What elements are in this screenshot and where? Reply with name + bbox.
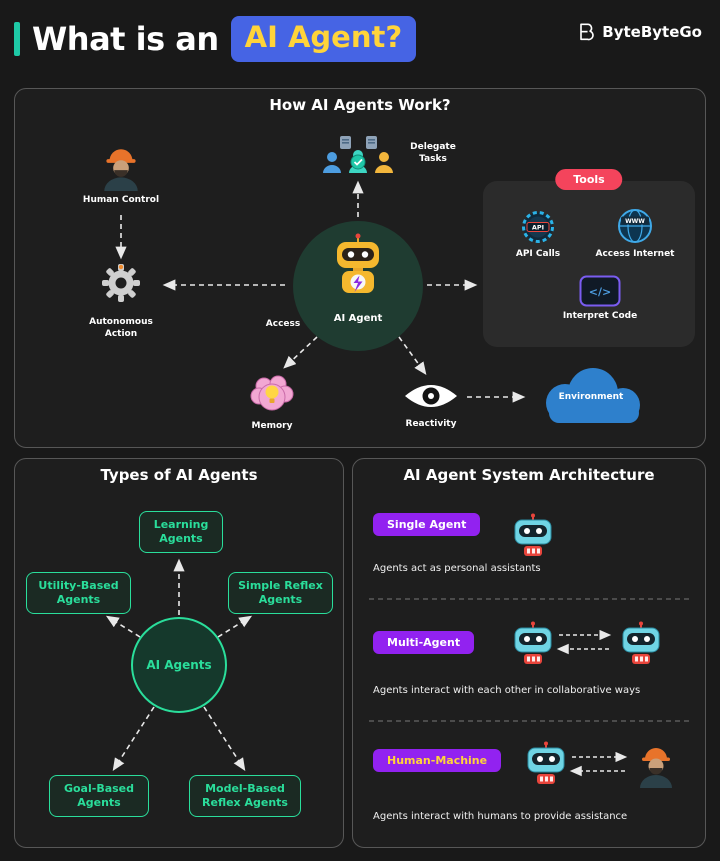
human-machine-caption: Agents interact with humans to provide a… bbox=[373, 811, 628, 822]
types-of-ai-agents-panel: Types of AI Agents Learning Agents Utili… bbox=[14, 458, 344, 848]
reactivity-label: Reactivity bbox=[405, 419, 457, 429]
brand-name: ByteByteGo bbox=[602, 23, 702, 41]
ai-agent-robot-icon bbox=[337, 233, 379, 293]
human-control-label: Human Control bbox=[82, 195, 160, 205]
ai-agent-circle: AI Agent bbox=[293, 221, 423, 351]
single-agent-badge: Single Agent bbox=[373, 513, 481, 536]
ai-agent-label: AI Agent bbox=[333, 313, 383, 324]
human-machine-badge: Human-Machine bbox=[373, 749, 502, 772]
code-glyph-text: </> bbox=[589, 286, 611, 299]
ai-agents-center-circle: AI Agents bbox=[131, 617, 227, 713]
how-panel-title: How AI Agents Work? bbox=[269, 96, 451, 114]
goal-based-agents-box: Goal-Based Agents bbox=[49, 775, 149, 817]
human-machine-worker-icon bbox=[640, 748, 672, 788]
multi-agent-badge: Multi-Agent bbox=[373, 631, 475, 654]
page-title-highlight: AI Agent? bbox=[230, 16, 417, 62]
api-calls-icon: API bbox=[522, 211, 554, 243]
delegate-tasks-icon bbox=[323, 136, 393, 173]
multi-agent-robot-right-icon bbox=[622, 621, 660, 664]
environment-label: Environment bbox=[558, 392, 624, 402]
ai-agent-system-architecture-panel: AI Agent System Architecture Single Agen… bbox=[352, 458, 706, 848]
tools-box: Tools API API Calls WWW Access Internet … bbox=[483, 169, 695, 347]
brand: ByteByteGo bbox=[576, 22, 702, 42]
environment-cloud-icon bbox=[546, 368, 640, 423]
simple-reflex-agents-box: Simple Reflex Agents bbox=[228, 572, 333, 614]
api-icon-text: API bbox=[532, 224, 544, 232]
types-panel-title: Types of AI Agents bbox=[100, 466, 258, 484]
www-icon-text: WWW bbox=[625, 218, 645, 225]
single-agent-caption: Agents act as personal assistants bbox=[373, 563, 541, 574]
autonomous-action-label: Autonomous Action bbox=[89, 317, 153, 339]
bytebytego-logo-icon bbox=[580, 23, 595, 41]
how-ai-agents-work-panel: How AI Agents Work? Human Control bbox=[14, 88, 706, 448]
human-machine-robot-icon bbox=[527, 741, 565, 784]
page-header: What is an AI Agent? bbox=[14, 14, 417, 64]
access-label: Access bbox=[265, 319, 301, 329]
interpret-code-icon: </> bbox=[579, 275, 621, 307]
delegate-tasks-label: Delegate Tasks bbox=[410, 142, 456, 164]
reactivity-eye-icon bbox=[405, 385, 457, 407]
single-agent-robot-icon bbox=[514, 513, 552, 556]
page-title: What is an bbox=[32, 20, 219, 58]
access-internet-globe-icon: WWW bbox=[618, 209, 652, 243]
access-internet-label: Access Internet bbox=[595, 249, 675, 259]
interpret-code-label: Interpret Code bbox=[562, 311, 638, 321]
utility-based-agents-box: Utility-Based Agents bbox=[26, 572, 131, 614]
tools-badge: Tools bbox=[555, 169, 623, 190]
learning-agents-box: Learning Agents bbox=[139, 511, 223, 553]
architecture-panel-title: AI Agent System Architecture bbox=[403, 466, 655, 484]
human-control-icon bbox=[104, 149, 138, 191]
model-based-reflex-agents-box: Model-Based Reflex Agents bbox=[189, 775, 301, 817]
multi-agent-caption: Agents interact with each other in colla… bbox=[373, 685, 641, 696]
memory-brain-icon bbox=[250, 375, 294, 411]
api-calls-label: API Calls bbox=[515, 249, 561, 259]
multi-agent-robot-left-icon bbox=[514, 621, 552, 664]
autonomous-action-gear-icon bbox=[102, 264, 140, 302]
title-accent-bar bbox=[14, 22, 20, 56]
memory-label: Memory bbox=[251, 421, 293, 431]
